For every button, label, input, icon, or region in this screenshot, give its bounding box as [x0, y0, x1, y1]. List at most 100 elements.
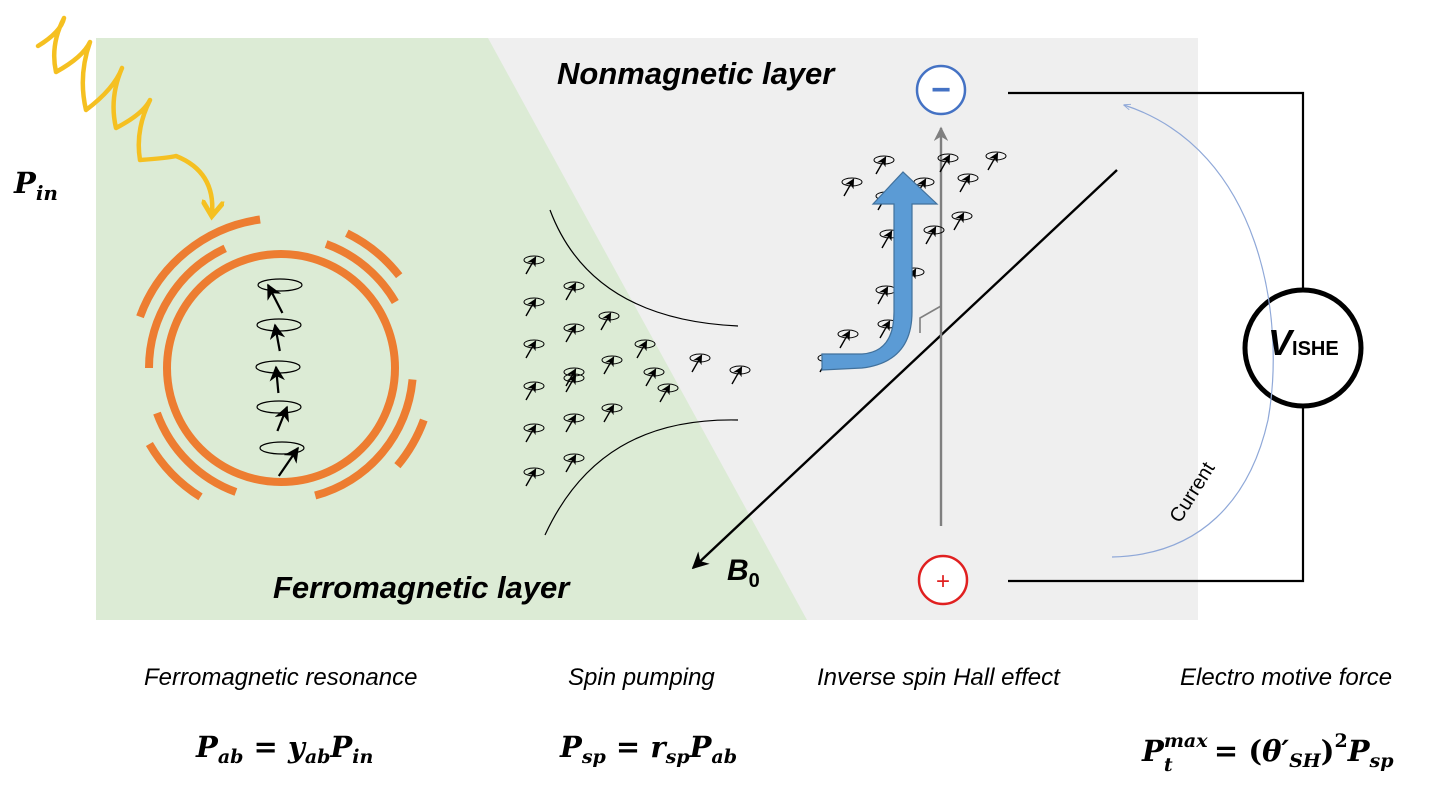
wave-arrow	[175, 153, 212, 214]
spin-arrow	[525, 340, 537, 359]
spin-arrow	[659, 384, 671, 403]
eq-psp-r-sub: sp	[665, 746, 690, 768]
minus-sign: −	[931, 71, 951, 109]
b0-base: B	[727, 554, 749, 587]
eq-pab-p: P	[330, 730, 353, 764]
spin-arrow	[267, 283, 284, 314]
spin-arrow	[525, 256, 537, 275]
eq-pt-theta-sub: SH	[1289, 750, 1321, 772]
spin-arrow	[879, 320, 891, 339]
vishe-label: VISHE	[1268, 322, 1339, 364]
eq-psp-p: P	[689, 730, 712, 764]
caption-fmr: Ferromagnetic resonance	[144, 664, 418, 691]
spin-arrow	[269, 323, 286, 352]
eq-pt-equals: =	[1213, 734, 1239, 768]
b0-label: B0	[727, 554, 760, 593]
spin-arrow	[877, 286, 889, 305]
eq-pt-sub: t	[1163, 754, 1173, 776]
eq-psp-lhs-sub: sp	[581, 746, 606, 768]
voltmeter	[1242, 287, 1364, 409]
spin-arrow	[843, 178, 855, 197]
p-in-base: P	[14, 166, 36, 200]
eq-psp-equals: =	[615, 730, 641, 764]
current-arc	[1111, 105, 1274, 558]
eq-pab-y: y	[287, 730, 305, 764]
eq-pab-equals: =	[253, 730, 278, 764]
eq-psp-lhs: P	[560, 730, 582, 764]
spin-arrow	[875, 156, 887, 175]
right-angle-mark	[919, 305, 942, 333]
pumping-boundary-upper	[549, 209, 739, 327]
nonmagnetic-layer-label: Nonmagnetic layer	[557, 56, 835, 91]
spin-arrow	[277, 446, 299, 477]
ferromagnetic-layer-label: Ferromagnetic layer	[273, 570, 570, 605]
spin-arrow	[525, 468, 537, 487]
eq-pt-close: )	[1320, 734, 1335, 768]
caption-spin-pumping: Spin pumping	[568, 664, 715, 691]
spin-arrow	[565, 282, 577, 301]
ferromagnetic-layer-region	[96, 38, 807, 620]
spin-arrow	[274, 405, 290, 432]
eq-pt-exp: 2	[1334, 730, 1348, 752]
eq-pt-p-sub: sp	[1369, 750, 1394, 772]
pumped-spins	[523, 255, 751, 487]
spin-arrow	[953, 212, 965, 231]
spin-arrow	[881, 230, 893, 249]
spin-arrow	[525, 382, 537, 401]
spin-arrow	[269, 365, 285, 394]
eq-pt-open: (	[1248, 734, 1263, 768]
spin-arrow	[525, 424, 537, 443]
minus-terminal	[915, 64, 967, 116]
plus-sign: +	[936, 568, 950, 595]
plus-terminal	[917, 554, 969, 606]
b0-field-arrow	[691, 169, 1118, 570]
eq-pt-lhs: P	[1142, 734, 1164, 768]
eq-psp-r: r	[650, 730, 666, 764]
spin-arrow	[525, 298, 537, 317]
eq-pab-y-sub: ab	[304, 746, 331, 768]
spin-arrow	[939, 154, 951, 173]
eq-pt-theta: θ′	[1262, 734, 1290, 768]
eq-pt-p: P	[1347, 734, 1370, 768]
equation-psp: Psp = rspPab	[560, 730, 737, 768]
spin-arrow	[959, 174, 971, 193]
precessing-spins	[255, 278, 305, 477]
eq-pab-lhs: P	[196, 730, 218, 764]
spin-arrow	[603, 404, 615, 423]
microwave-wave-icon	[35, 15, 179, 163]
p-in-label: Pin	[14, 166, 58, 205]
precession-ellipse	[259, 441, 305, 455]
spin-arrow	[636, 340, 648, 359]
caption-ishe: Inverse spin Hall effect	[817, 664, 1060, 691]
eq-pt-sup: max	[1163, 730, 1208, 752]
spin-arrow	[565, 414, 577, 433]
spin-current-arrow	[821, 171, 939, 371]
spin-arrow	[603, 356, 615, 375]
spin-arrow	[565, 454, 577, 473]
spin-arrow	[565, 374, 577, 393]
pumping-boundary-lower	[544, 419, 739, 536]
spin-arrow	[987, 152, 999, 171]
spin-arrow	[925, 226, 937, 245]
spin-arrow	[731, 366, 743, 385]
circuit-wires	[1008, 91, 1305, 583]
vishe-sub: ISHE	[1292, 338, 1339, 360]
b0-sub: 0	[748, 570, 760, 592]
eq-pab-p-sub: in	[352, 746, 374, 768]
spin-arrow	[839, 330, 851, 349]
spin-arrow	[600, 312, 612, 331]
spin-arrow	[645, 368, 657, 387]
p-in-sub: in	[35, 180, 58, 205]
caption-emf: Electro motive force	[1180, 664, 1393, 691]
vishe-base: V	[1268, 322, 1293, 363]
eq-psp-p-sub: ab	[711, 746, 738, 768]
resonance-rings	[136, 215, 428, 501]
spin-arrow	[565, 324, 577, 343]
equation-pab: Pab = yabPin	[196, 730, 373, 768]
spin-arrow	[691, 354, 703, 373]
eq-pab-lhs-sub: ab	[217, 746, 244, 768]
